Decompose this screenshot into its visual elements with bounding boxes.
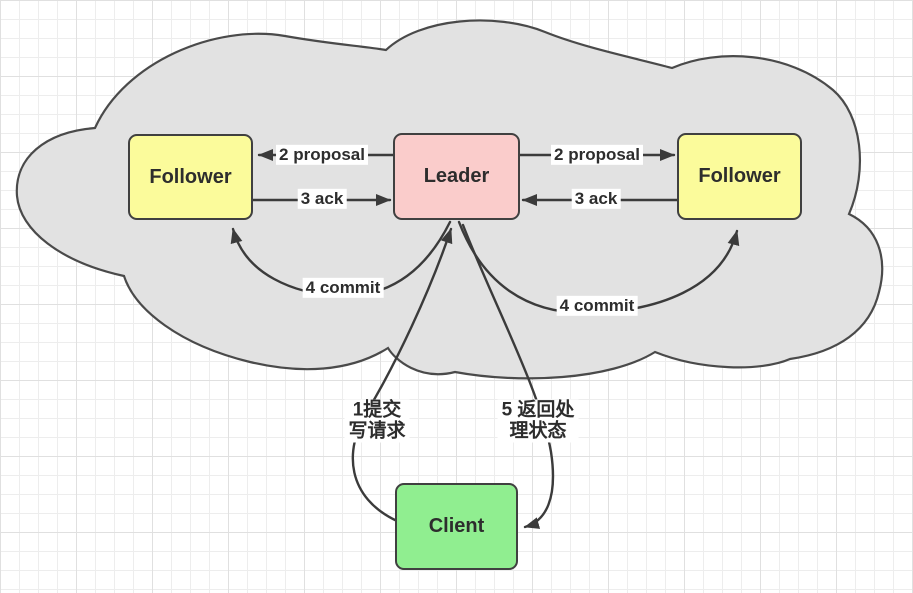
edge-label-ack-right: 3 ack (571, 188, 621, 210)
edge-label-proposal-right: 2 proposal (551, 144, 643, 166)
edge-label-leader-return-line2: 理状态 (509, 420, 567, 441)
node-follower-right: Follower (677, 133, 802, 220)
node-follower-right-label: Follower (698, 165, 781, 187)
node-follower-left-label: Follower (149, 165, 232, 188)
edge-label-leader-return: 5 返回处 理状态 (497, 399, 579, 443)
edge-label-commit-left: 4 commit (302, 277, 384, 299)
edge-label-leader-return-line1: 5 返回处 (501, 399, 575, 421)
node-leader-label: Leader (423, 165, 490, 187)
edge-label-client-submit-line1: 1提交 (352, 399, 402, 421)
node-leader: Leader (393, 133, 520, 220)
node-client-label: Client (428, 515, 485, 537)
edge-label-client-submit: 1提交 写请求 (344, 399, 410, 443)
node-follower-left: Follower (128, 134, 253, 220)
edge-label-proposal-left: 2 proposal (276, 144, 368, 166)
edge-label-commit-right: 4 commit (556, 295, 638, 317)
edge-label-ack-left: 3 ack (297, 188, 347, 210)
node-client: Client (395, 483, 518, 570)
edge-label-client-submit-line2: 写请求 (348, 420, 406, 441)
